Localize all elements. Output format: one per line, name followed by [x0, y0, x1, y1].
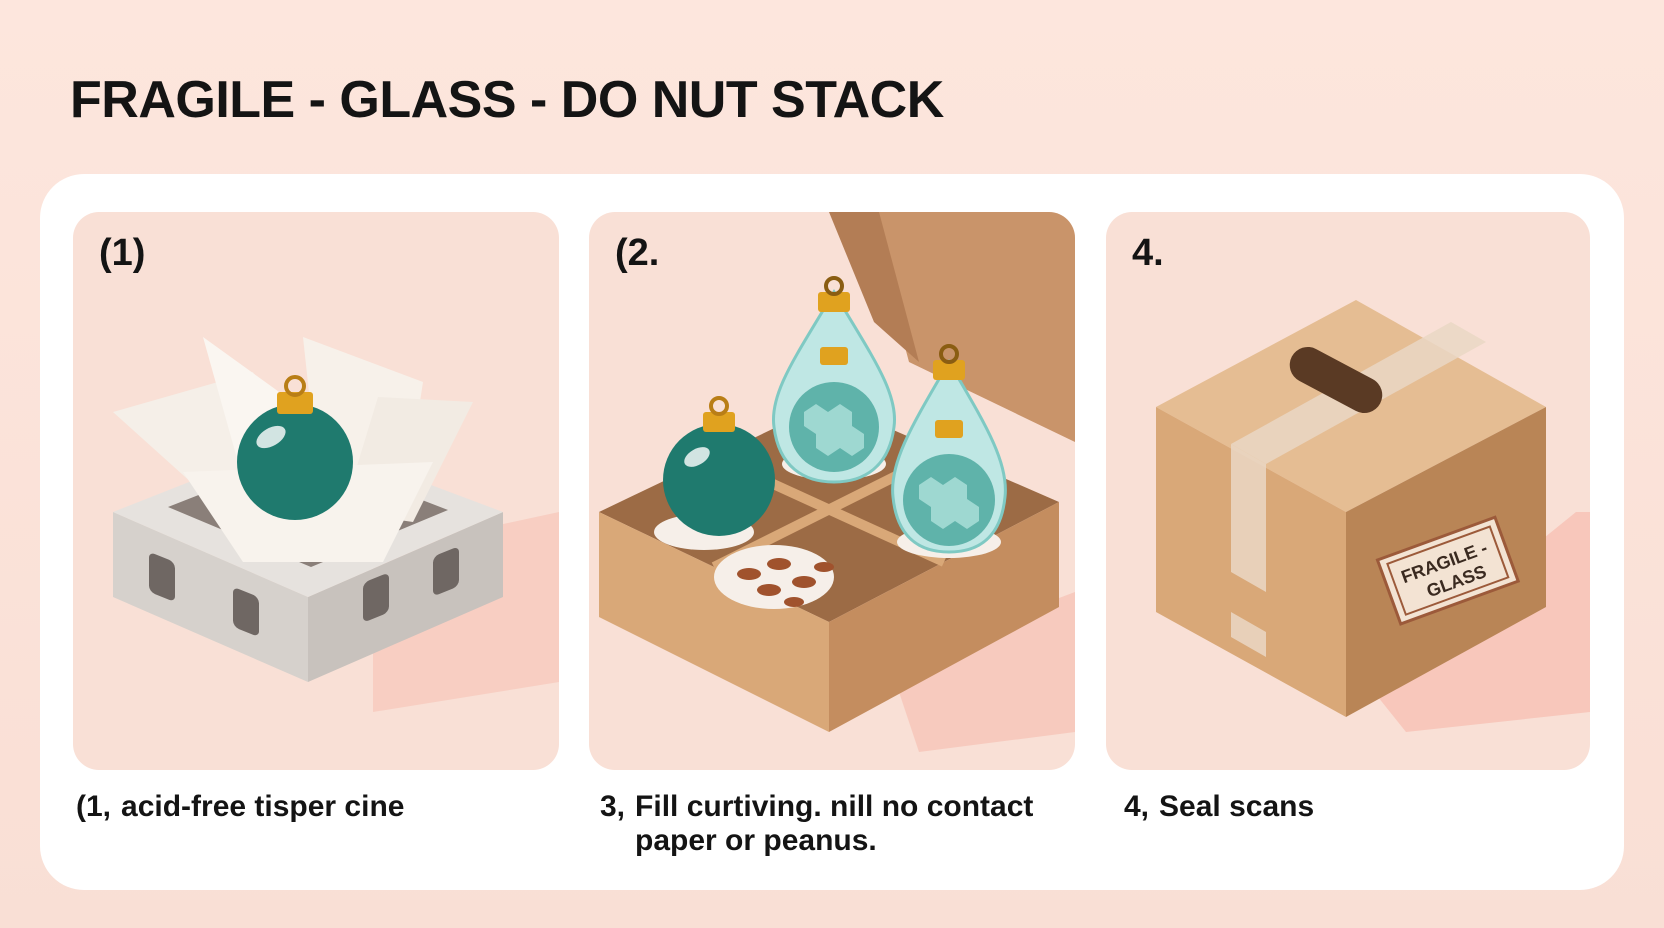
step-3-marker: 4. — [1132, 232, 1164, 274]
caption-number: 4, — [1124, 790, 1150, 823]
step-1-caption: (1, acid-free tisper cine — [76, 790, 404, 824]
step-2-panel: (2. — [589, 212, 1075, 770]
glass-ornament — [771, 276, 897, 484]
step-2-marker: (2. — [615, 232, 660, 274]
teal-ornament — [237, 375, 353, 520]
step-3-caption: 4, Seal scans — [1124, 790, 1314, 824]
caption-number: 3, — [600, 790, 626, 823]
step-1-panel: (1) — [73, 212, 559, 770]
step-3-panel: FRAGILE - GLASS 4. — [1106, 212, 1590, 770]
teal-ornament — [654, 396, 775, 550]
caption-number: (1, — [76, 790, 112, 823]
fragile-label: FRAGILE - GLASS — [1375, 515, 1521, 626]
glass-ornament — [891, 344, 1007, 558]
packing-peanuts — [714, 545, 834, 609]
page-title: FRAGILE - GLASS - DO NUT STACK — [70, 71, 944, 129]
caption-line: Fill curtiving. nill no contact — [635, 790, 1034, 823]
divided-box-illustration — [599, 212, 1075, 752]
step-2-caption: 3, Fill curtiving. nill no contact paper… — [600, 790, 1060, 858]
caption-line: paper or peanus. — [635, 824, 877, 857]
caption-line: acid-free tisper cine — [121, 790, 405, 823]
sealed-box-illustration: FRAGILE - GLASS — [1156, 300, 1590, 732]
caption-line: Seal scans — [1159, 790, 1315, 823]
step-1-marker: (1) — [99, 232, 146, 274]
ornament-in-tissue-illustration — [113, 337, 559, 712]
